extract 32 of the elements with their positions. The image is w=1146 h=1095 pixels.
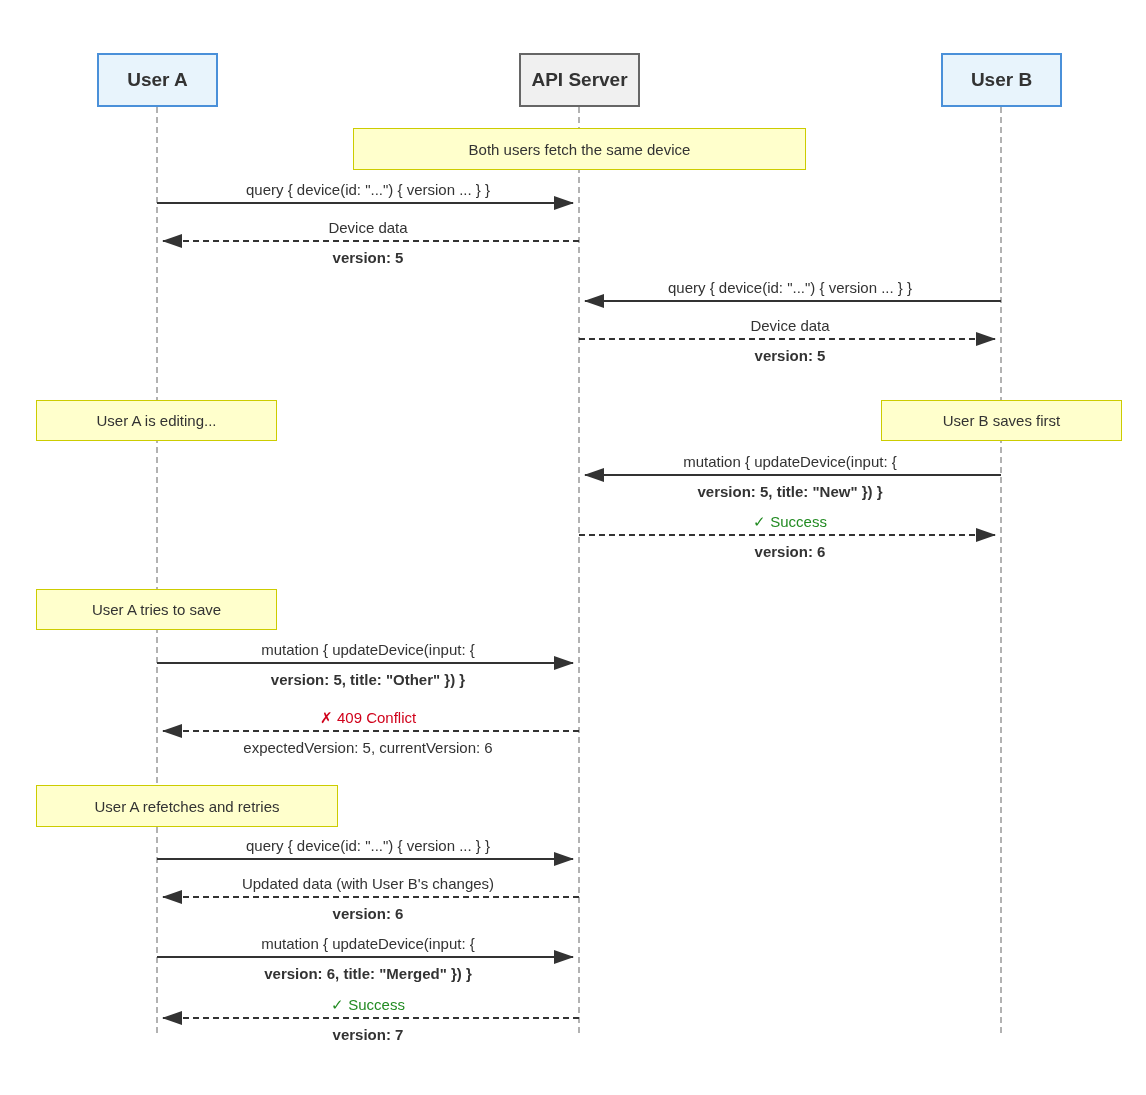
message-arrow: [156, 852, 574, 866]
note-box: User A is editing...: [36, 400, 277, 441]
message-label: query { device(id: "...") { version ... } }: [245, 836, 491, 856]
message-label: mutation { updateDevice(input: { version: 6, title: "Merged" }) }: [261, 934, 475, 984]
message-label: Device data version: 5: [750, 316, 830, 366]
message-arrow: [578, 332, 996, 346]
message-arrow: [156, 950, 574, 964]
note-box: Both users fetch the same device: [353, 128, 806, 170]
participant-box: User B: [941, 53, 1062, 107]
note-box: User A tries to save: [36, 589, 277, 630]
message-arrow: [162, 724, 580, 738]
message-label: query { device(id: "...") { version ... } }: [245, 180, 491, 200]
note-box: User B saves first: [881, 400, 1122, 441]
message-label: query { device(id: "...") { version ... } }: [667, 278, 913, 298]
message-arrow: [584, 294, 1002, 308]
message-label: expectedVersion: 5, currentVersion: 6: [243, 738, 493, 758]
participant-box: User A: [97, 53, 218, 107]
message-arrow: [156, 656, 574, 670]
message-label: ✓ Success version: 6: [753, 512, 827, 562]
message-label: mutation { updateDevice(input: { version: 5, title: "Other" }) }: [261, 640, 475, 690]
message-arrow: [162, 234, 580, 248]
message-label: Device data version: 5: [328, 218, 408, 268]
note-box: User A refetches and retries: [36, 785, 338, 827]
message-arrow: [578, 528, 996, 542]
message-label: ✓ Success version: 7: [331, 995, 405, 1045]
message-arrow: [584, 468, 1002, 482]
message-arrow: [162, 1011, 580, 1025]
message-arrow: [156, 196, 574, 210]
participant-box: API Server: [519, 53, 640, 107]
message-label: ✗ 409 Conflict: [319, 708, 417, 728]
message-label: mutation { updateDevice(input: { version: 5, title: "New" }) }: [683, 452, 897, 502]
message-arrow: [162, 890, 580, 904]
